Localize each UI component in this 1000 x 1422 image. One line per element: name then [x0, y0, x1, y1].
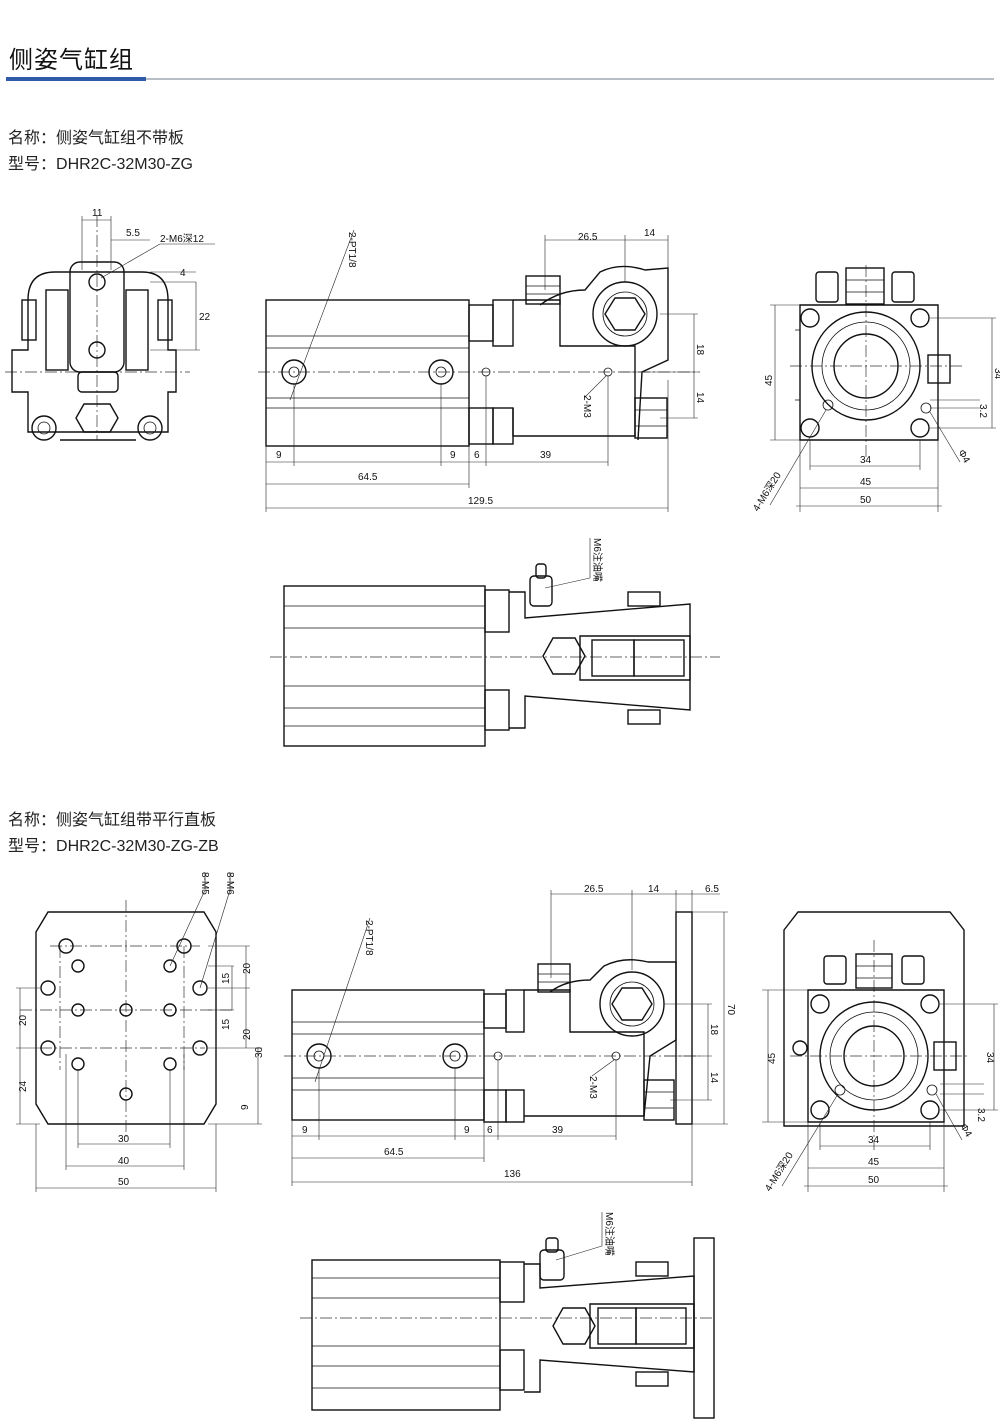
dim-port-a: 2-PT1/8	[346, 232, 357, 268]
dim-20a-b: 20	[242, 962, 253, 974]
dim-18-b: 18	[708, 1024, 719, 1036]
dim-m6-b: 8-M6	[224, 872, 235, 895]
dim-34-h-b: 34	[868, 1135, 880, 1146]
name-row-b: 名称：侧姿气缸组带平行直板	[8, 808, 219, 834]
dim-14-top-a: 14	[644, 228, 656, 239]
dim-phi4-b: Φ4	[957, 1122, 974, 1140]
dim-9b-a: 9	[450, 450, 456, 461]
dim-26-5-b: 26.5	[584, 884, 604, 895]
dim-3-2-b: 3.2	[975, 1108, 986, 1122]
dim-15a-b: 15	[221, 972, 232, 984]
name-value-a: 侧姿气缸组不带板	[56, 130, 185, 147]
dim-20b-b: 20	[242, 1028, 253, 1040]
dim-45-end-b: 45	[767, 1052, 778, 1064]
top-view-b: M6注油嘴	[300, 1212, 715, 1419]
dim-15b-b: 15	[221, 1018, 232, 1030]
dim-20-left-b: 20	[18, 1014, 29, 1026]
main-view-a: 2-PT1/8 26.5 14 18 14 2-M3 9 9 6 39 64.5…	[258, 228, 705, 512]
model-row-b: 型号：DHR2C-32M30-ZG-ZB	[8, 834, 219, 860]
dim-holes-a: 4-M6深20	[750, 470, 784, 514]
dim-22-a: 22	[199, 312, 211, 323]
dim-9-b: 9	[240, 1104, 251, 1110]
dim-26-5-a: 26.5	[578, 232, 598, 243]
dim-4-a: 4	[180, 268, 186, 279]
dim-45-end-a: 45	[764, 374, 775, 386]
dim-129-5-a: 129.5	[468, 496, 493, 507]
dim-5-5-a: 5.5	[126, 228, 140, 239]
dim-14-right-b: 14	[708, 1072, 719, 1084]
model-label-b: 型号：	[8, 838, 57, 855]
model-label-a: 型号：	[8, 156, 57, 173]
dim-136-b: 136	[504, 1169, 521, 1180]
dim-34-h-a: 34	[860, 455, 872, 466]
title-divider	[6, 78, 994, 80]
dim-9a-a: 9	[276, 450, 282, 461]
spec-block-a: 名称：侧姿气缸组不带板 型号：DHR2C-32M30-ZG	[8, 126, 193, 178]
name-row-a: 名称：侧姿气缸组不带板	[8, 126, 193, 152]
dim-50-h-b: 50	[868, 1175, 880, 1186]
dim-34-v-b: 34	[984, 1052, 995, 1064]
dim-39-b: 39	[552, 1125, 564, 1136]
dim-9b-b: 9	[464, 1125, 470, 1136]
model-value-a: DHR2C-32M30-ZG	[56, 156, 193, 173]
dim-phi4-a: Φ4	[955, 448, 972, 466]
dim-6-5-b: 6.5	[705, 884, 719, 895]
dim-64-5-b: 64.5	[384, 1147, 404, 1158]
dim-6-a: 6	[474, 450, 480, 461]
dim-50-h-a: 50	[860, 495, 872, 506]
dim-m5-b: 8-M5	[199, 872, 210, 895]
title-accent-bar	[6, 77, 146, 81]
dim-45-h-b: 45	[868, 1157, 880, 1168]
dim-grease-b: M6注油嘴	[603, 1212, 616, 1256]
end-view-b: 45 34 3.2 Φ4 34 45 50 4-M6深20	[762, 911, 998, 1194]
dim-11-a: 11	[92, 208, 103, 219]
dim-thread-a: 2-M6深12	[160, 233, 204, 245]
top-view-a: M6注油嘴	[270, 538, 720, 747]
dim-port-b: 2-PT1/8	[363, 920, 374, 956]
dim-30-bottom-b: 30	[118, 1134, 130, 1145]
dim-45-h-a: 45	[860, 477, 872, 488]
side-view-a: 11 5.5 2-M6深12 4 22	[5, 208, 215, 441]
dim-6-b: 6	[487, 1125, 493, 1136]
dim-34-v-a: 34	[992, 368, 1000, 380]
dim-18-a: 18	[694, 344, 705, 356]
dim-50-bottom-b: 50	[118, 1177, 130, 1188]
plate-view-b: 8-M5 8-M6 15 15 20 20 30 9 20 24 30 40	[16, 872, 265, 1192]
main-view-b: 2-PT1/8 26.5 14 6.5 70 18 14 2-M3 9 9 6 …	[284, 884, 736, 1186]
name-label-a: 名称：	[8, 130, 57, 147]
dim-m3-a: 2-M3	[581, 395, 592, 418]
page-title: 侧姿气缸组	[9, 47, 134, 74]
dim-24-left-b: 24	[18, 1080, 29, 1092]
dim-64-5-a: 64.5	[358, 472, 378, 483]
dim-9a-b: 9	[302, 1125, 308, 1136]
dim-m3-b: 2-M3	[587, 1076, 598, 1099]
dim-39-a: 39	[540, 450, 552, 461]
spec-block-b: 名称：侧姿气缸组带平行直板 型号：DHR2C-32M30-ZG-ZB	[8, 808, 219, 860]
dim-40-bottom-b: 40	[118, 1156, 130, 1167]
dim-14-right-a: 14	[694, 392, 705, 404]
model-value-b: DHR2C-32M30-ZG-ZB	[56, 838, 219, 855]
dim-14-top-b: 14	[648, 884, 660, 895]
end-view-a: 45 34 3.2 Φ4 34 45 50 4-M6深20	[750, 265, 1000, 514]
model-row-a: 型号：DHR2C-32M30-ZG	[8, 152, 193, 178]
dim-70-b: 70	[725, 1004, 736, 1016]
name-label-b: 名称：	[8, 812, 57, 829]
dim-grease-a: M6注油嘴	[591, 538, 604, 582]
name-value-b: 侧姿气缸组带平行直板	[56, 812, 217, 829]
dim-30-b: 30	[254, 1046, 265, 1058]
dim-3-2-a: 3.2	[977, 404, 988, 418]
